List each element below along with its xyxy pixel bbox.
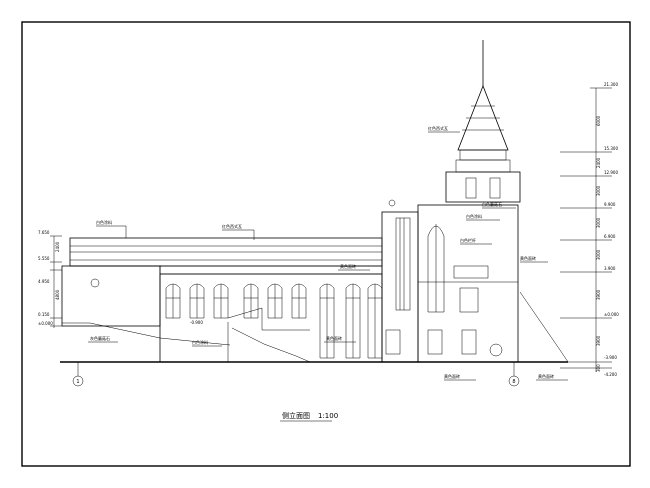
svg-text:300: 300	[596, 364, 601, 372]
left-elevation-scale: 7.650 5.550 4.950 0.150 ±0.000 2400 4800	[38, 230, 62, 328]
svg-text:6000: 6000	[596, 115, 601, 126]
arched-window	[243, 283, 259, 319]
svg-text:±0.000: ±0.000	[38, 321, 53, 326]
arched-window	[319, 283, 335, 359]
svg-text:21.300: 21.300	[604, 82, 618, 87]
svg-text:3000: 3000	[596, 185, 601, 196]
svg-text:-4.200: -4.200	[604, 372, 617, 377]
svg-text:1: 1	[76, 379, 79, 385]
svg-text:3900: 3900	[596, 335, 601, 346]
svg-text:黄色面砖: 黄色面砖	[340, 263, 356, 269]
svg-text:1:100: 1:100	[318, 412, 338, 420]
arcade	[159, 273, 383, 363]
svg-text:2400: 2400	[596, 157, 601, 168]
svg-text:8: 8	[512, 379, 515, 385]
svg-text:3900: 3900	[596, 289, 601, 300]
svg-text:侧立面图: 侧立面图	[282, 411, 310, 420]
svg-text:4800: 4800	[55, 289, 60, 300]
svg-text:白色栏杆: 白色栏杆	[460, 237, 476, 243]
right-elevation-scale: 21.300 15.300 12.900 9.900 6.900 3.900 ±…	[560, 82, 619, 377]
svg-text:红色西式瓦: 红色西式瓦	[428, 125, 448, 131]
arched-window	[213, 283, 229, 319]
svg-text:5.550: 5.550	[38, 256, 50, 261]
axis-bubble-right: 8	[508, 362, 520, 387]
arched-window	[267, 283, 283, 319]
svg-text:3000: 3000	[596, 217, 601, 228]
axis-bubble-left: 1	[72, 362, 84, 387]
arched-window	[291, 283, 307, 319]
svg-text:白色蘑菇石: 白色蘑菇石	[482, 201, 502, 207]
svg-text:白色涂料: 白色涂料	[192, 339, 208, 345]
drawing-frame	[21, 21, 631, 467]
entrance-stair	[227, 307, 311, 363]
svg-text:黄色面砖: 黄色面砖	[538, 373, 554, 379]
svg-text:3.900: 3.900	[604, 266, 616, 271]
svg-text:4.950: 4.950	[38, 279, 50, 284]
svg-text:黄色面砖: 黄色面砖	[444, 373, 460, 379]
svg-text:黄色面砖: 黄色面砖	[520, 255, 536, 261]
main-block	[417, 204, 519, 363]
svg-text:6.900: 6.900	[604, 234, 616, 239]
drawing-title: 侧立面图 1:100	[280, 411, 338, 422]
arched-window	[165, 283, 181, 319]
svg-text:9.900: 9.900	[604, 202, 616, 207]
arched-window	[189, 283, 205, 319]
svg-text:12.900: 12.900	[604, 170, 618, 175]
stair-tower	[381, 199, 419, 363]
arched-window	[345, 283, 361, 359]
svg-text:7.650: 7.650	[38, 230, 50, 235]
svg-text:黄色面砖: 黄色面砖	[326, 335, 342, 341]
svg-text:白色涂料: 白色涂料	[466, 213, 482, 219]
svg-text:白色涂料: 白色涂料	[96, 219, 112, 225]
spire-tower	[445, 40, 521, 203]
svg-text:红色西式瓦: 红色西式瓦	[222, 223, 242, 229]
svg-text:0.150: 0.150	[38, 312, 50, 317]
callouts: 白色涂料 红色西式瓦 红色西式瓦 白色蘑菇石 白色涂料 白色栏杆 黄色面砖 黄色…	[88, 125, 568, 381]
terrain-right	[519, 291, 569, 363]
svg-text:灰色蘑菇石: 灰色蘑菇石	[90, 335, 110, 341]
svg-text:±0.000: ±0.000	[604, 312, 619, 317]
svg-text:2400: 2400	[55, 241, 60, 252]
terrain-left	[62, 322, 231, 346]
svg-text:-3.900: -3.900	[604, 355, 617, 360]
level-mark: -0.900	[190, 320, 203, 325]
svg-text:15.300: 15.300	[604, 146, 618, 151]
svg-text:3000: 3000	[596, 249, 601, 260]
